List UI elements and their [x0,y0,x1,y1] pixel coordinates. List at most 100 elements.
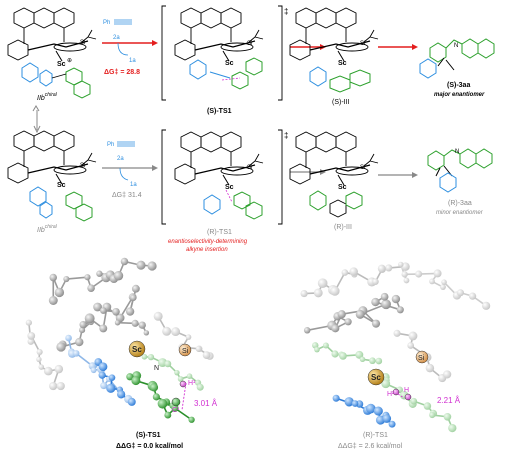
atom [415,270,423,278]
sc-atom-label: Sc [57,182,66,189]
atom [131,319,139,327]
atom [84,313,95,324]
atom [365,403,376,414]
atom [375,357,383,365]
atom [371,297,380,307]
alkyne-code: 2a [117,156,124,162]
atom [48,296,58,305]
atom [120,257,129,266]
atom [468,292,477,300]
sc-atom-label: Sc [225,60,234,67]
atom [112,307,120,316]
atom [317,278,328,289]
product-sublabel: minor enantiomer [436,210,484,216]
bond [66,276,88,280]
atom [355,350,364,359]
atom [164,360,172,368]
atom [186,373,193,379]
product-sublabel: major enantiomer [434,92,485,98]
atom [393,329,401,337]
alkyne-phenyl: Ph [103,20,110,26]
atom [441,279,447,285]
atom [79,327,86,334]
atom [429,411,436,419]
atom [113,271,124,281]
atom [382,414,392,423]
atom [401,271,408,278]
atom [331,350,339,358]
reagent-block-bottom: Ph 2a 1a ΔG‡ 31.4 [102,141,158,199]
atom [349,267,358,276]
atom [164,411,172,419]
atom [196,383,204,391]
n-atom-label: N [154,365,159,372]
atom [114,320,121,326]
atom [372,278,379,285]
h1-atom-label: H¹ [188,380,196,387]
atom [93,302,102,312]
barrier-label: ΔG‡ 31.4 [112,192,142,199]
atom [373,406,383,416]
atom [100,307,107,314]
atom [131,376,141,386]
product-label: (R)-3aa [448,200,472,207]
ball-stick-atoms [300,261,491,433]
alkyne-phenyl: Ph [107,142,114,148]
intermediate-s-III: Sc Si (S)-III [289,7,379,106]
atom [351,400,359,407]
atom [178,343,192,357]
product-r-3aa: N (R)-3aa minor enantiomer [427,148,493,216]
si-atom-label: Si [182,348,189,355]
ts1-s-3d-model: Sc Si N H¹ C¹ 3.01 Å (S)-TS1 ΔΔG‡ = 0.0 … [25,257,218,450]
h2-atom-label: H² [387,391,395,398]
atom [72,350,80,357]
atom [96,270,103,277]
sc-atom-label: Sc [371,373,381,382]
atom [98,362,108,372]
ts-note-line2: alkyne insertion [186,247,228,253]
atom [99,324,108,333]
atom [371,319,381,328]
sc-atom-label: Sc [338,60,347,67]
atom [359,356,366,363]
atom [404,393,412,401]
atom [38,364,45,370]
byproduct-label: 1a [129,58,136,64]
intermediate-label: (R)-III [334,224,352,231]
atom [344,318,352,326]
atom [410,397,418,405]
complex-IIb-bottom: Sc Si IIbchiral [7,130,97,234]
atom [337,310,346,319]
si-atom-label: Si [80,40,85,46]
atom [147,261,157,271]
ts1-s-structure: ‡ Sc Si (S)-TS1 [161,5,288,115]
atom [84,274,91,281]
atom [177,376,184,382]
complex-label: IIbchiral [37,92,58,102]
si-atom-label: Si [418,355,425,362]
reagent-block-top: Ph 2a 1a ΔG‡ = 28.8 [102,19,158,76]
atom [195,345,202,352]
si-atom-label: Si [80,163,85,169]
atom [392,388,400,396]
atom [27,338,35,345]
atom [125,307,135,316]
atom [415,350,429,364]
model-title: (R)-TS1 [363,432,388,439]
h-atom-label: H [404,387,409,394]
ts-label: (R)-TS1 [207,229,232,236]
atom [396,306,404,314]
n-atom-label: N [455,149,459,155]
atom [179,380,187,388]
atom [425,363,435,373]
model-title: (S)-TS1 [136,432,161,439]
atom [141,353,148,360]
complex-label: IIbchiral [37,224,58,234]
atom [443,370,452,379]
atom [355,309,365,319]
atom [117,390,126,399]
atom [339,352,347,360]
n-atom-label: N [454,43,458,49]
atom [65,334,72,342]
